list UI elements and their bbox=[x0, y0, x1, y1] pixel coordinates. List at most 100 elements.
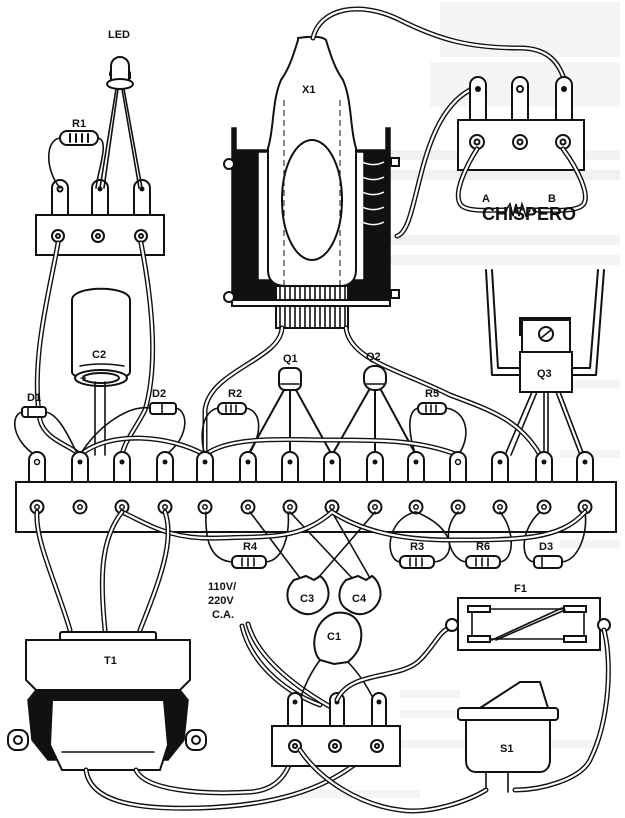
c3-label: C3 bbox=[300, 593, 314, 605]
d3-label: D3 bbox=[539, 541, 553, 553]
terminal-lug bbox=[491, 451, 509, 483]
r2-label: R2 bbox=[228, 388, 242, 400]
r3-label: R3 bbox=[410, 541, 424, 553]
terminal-eyelet bbox=[197, 499, 213, 515]
terminal-eyelet bbox=[492, 499, 508, 515]
solder-point bbox=[372, 459, 378, 465]
wire-x1-to-spark-gap bbox=[310, 6, 568, 85]
solder-point bbox=[413, 459, 419, 465]
terminal-lug bbox=[28, 451, 46, 483]
terminal-eyelet-hole bbox=[413, 504, 419, 510]
solder-point bbox=[162, 459, 168, 465]
c1-label: C1 bbox=[327, 631, 341, 643]
terminal-eyelet bbox=[408, 499, 424, 515]
terminal-lug bbox=[239, 451, 257, 483]
terminal-lug bbox=[407, 451, 425, 483]
wire-strip-top-bus bbox=[77, 435, 461, 459]
led: LED bbox=[99, 29, 143, 189]
terminal-eyelet-hole bbox=[455, 504, 461, 510]
terminal-eyelet bbox=[450, 499, 466, 515]
solder-point bbox=[33, 458, 41, 466]
main-terminal-strip bbox=[15, 451, 617, 533]
terminal-eyelet-hole bbox=[245, 504, 251, 510]
capacitor-c2: C2 + bbox=[71, 287, 131, 456]
r6-label: R6 bbox=[476, 541, 490, 553]
resistor-r5: R5 bbox=[409, 388, 467, 456]
terminal-eyelet bbox=[240, 499, 256, 515]
transistor-q1: Q1 bbox=[247, 353, 333, 456]
terminal-eyelet bbox=[536, 499, 552, 515]
switch-s1: S1 bbox=[457, 681, 559, 793]
terminal-lug bbox=[449, 451, 467, 483]
solder-point bbox=[541, 459, 547, 465]
terminal-eyelet-hole bbox=[77, 504, 83, 510]
mains-cord bbox=[239, 621, 339, 713]
transformer-t1: T1 bbox=[7, 631, 207, 771]
solder-point bbox=[497, 459, 503, 465]
q3-label: Q3 bbox=[537, 368, 552, 380]
terminal-eyelet bbox=[367, 499, 383, 515]
s1-label: S1 bbox=[500, 743, 513, 755]
resistor-r4: R4 bbox=[205, 511, 290, 569]
diode-d1: D1 bbox=[14, 392, 79, 456]
mains-terminal-block bbox=[271, 692, 401, 767]
led-terminal-block bbox=[35, 179, 165, 256]
terminal-lug bbox=[71, 451, 89, 483]
terminal-eyelet-hole bbox=[541, 504, 547, 510]
resistor-r6: R6 bbox=[447, 511, 512, 569]
terminal-lug bbox=[366, 451, 384, 483]
terminal-eyelet-hole bbox=[372, 504, 378, 510]
svg-text:C.A.: C.A. bbox=[212, 609, 234, 621]
transistor-q3-heatsink: Q3 bbox=[485, 269, 605, 456]
terminal-eyelet-hole bbox=[497, 504, 503, 510]
svg-text:110V/: 110V/ bbox=[208, 581, 236, 593]
terminal-eyelet-hole bbox=[202, 504, 208, 510]
flash-tube-x1: X1 bbox=[267, 35, 357, 287]
solder-point bbox=[202, 459, 208, 465]
terminal-eyelet-hole bbox=[34, 504, 40, 510]
terminal-eyelet-hole bbox=[119, 504, 125, 510]
solder-point bbox=[582, 459, 588, 465]
fuse-f1: F1 bbox=[445, 583, 611, 651]
terminal-lug bbox=[113, 451, 131, 483]
solder-point bbox=[245, 459, 251, 465]
q2-label: Q2 bbox=[366, 351, 381, 363]
resistor-r2: R2 bbox=[201, 388, 260, 456]
c2-polarity-label: + bbox=[80, 373, 86, 385]
terminal-eyelet-hole bbox=[582, 504, 588, 510]
terminal-eyelet bbox=[282, 499, 298, 515]
terminal-lug bbox=[323, 451, 341, 483]
d1-label: D1 bbox=[27, 392, 41, 404]
solder-point bbox=[287, 459, 293, 465]
terminal-lug bbox=[281, 451, 299, 483]
resistor-r1: R1 bbox=[48, 118, 104, 189]
capacitor-c3: C3 bbox=[249, 511, 376, 616]
diode-d3: D3 bbox=[523, 511, 587, 569]
wire-fuse-to-switch bbox=[512, 627, 611, 793]
wires-strip-to-transformer bbox=[34, 509, 171, 633]
d2-label: D2 bbox=[152, 388, 166, 400]
q1-label: Q1 bbox=[283, 353, 298, 365]
spark-b-label: B bbox=[548, 193, 556, 205]
wire-strip-bottom-bus bbox=[119, 508, 588, 543]
solder-point bbox=[119, 459, 125, 465]
r4-label: R4 bbox=[243, 541, 258, 553]
terminal-eyelet bbox=[72, 499, 88, 515]
wire-switch-to-mains-block bbox=[297, 747, 489, 814]
spark-a-label: A bbox=[482, 193, 490, 205]
led-label: LED bbox=[108, 29, 130, 41]
solder-point bbox=[329, 459, 335, 465]
wire-coil-to-spark-gap bbox=[394, 87, 473, 239]
wire-mains-block-to-fuse bbox=[334, 625, 453, 703]
capacitor-c4: C4 bbox=[289, 511, 382, 616]
resistor-r3: R3 bbox=[389, 511, 451, 569]
wires-transformer-to-mains-block bbox=[83, 743, 378, 811]
c4-label: C4 bbox=[352, 593, 367, 605]
svg-text:220V: 220V bbox=[208, 595, 234, 607]
r1-label: R1 bbox=[72, 118, 86, 130]
terminal-lug bbox=[576, 451, 594, 483]
r5-label: R5 bbox=[425, 388, 439, 400]
terminal-eyelet-hole bbox=[162, 504, 168, 510]
wires-coil-to-strip bbox=[202, 325, 543, 458]
